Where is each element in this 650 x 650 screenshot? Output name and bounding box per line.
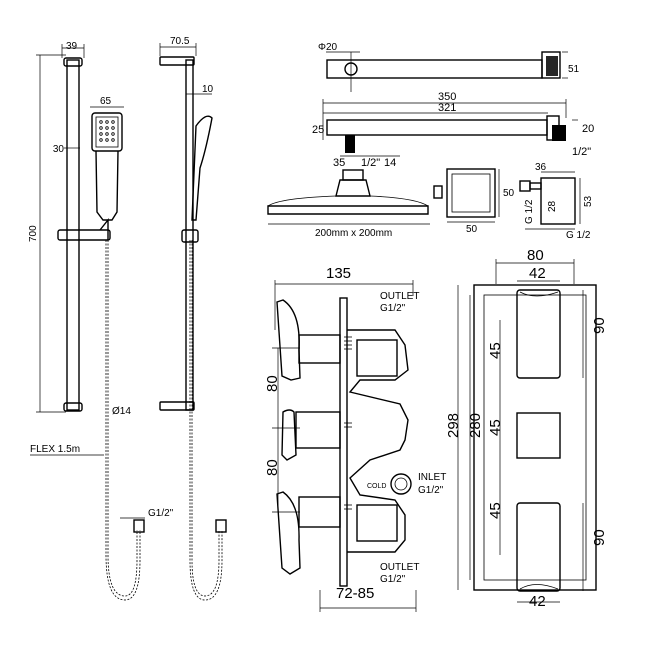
valve-width-label: 135: [326, 265, 351, 282]
valve-front-view: [457, 259, 597, 603]
arm-diameter-label: Φ20: [318, 42, 338, 53]
elbow-offset-label: 28: [547, 200, 558, 212]
rail-height-label: 700: [28, 225, 39, 242]
handset-width-label: 65: [100, 96, 112, 107]
plate-inner-height: 280: [467, 413, 484, 438]
arm-offset-label: 14: [384, 157, 396, 169]
rail-width-label: 39: [66, 41, 78, 52]
valve-depth-label: 72-85: [336, 585, 374, 602]
arm-inner-label: 321: [438, 102, 456, 114]
rail-mid-label: 30: [53, 144, 65, 155]
valve-spacing-lower: 80: [264, 459, 281, 476]
outlet-bottom-thread: G1/2": [380, 574, 406, 585]
elbow-height-label: 53: [583, 195, 594, 207]
side-width-label: 70.5: [170, 36, 190, 47]
plate-width-label: 80: [527, 247, 544, 264]
elbow-outlet-label: G 1/2: [566, 230, 591, 241]
spacing-bottom: 45: [487, 502, 504, 519]
valve-side-view: [272, 280, 417, 612]
inlet-label: INLET: [418, 472, 446, 483]
hose-thread-label: G1/2": [148, 508, 174, 519]
hose-length-label: FLEX 1.5m: [30, 444, 80, 455]
wall-box: [433, 168, 500, 223]
shower-head: [267, 169, 430, 225]
shower-arm-top: [326, 51, 568, 92]
head-size-label: 200mm x 200mm: [315, 228, 392, 239]
valve-spacing-upper: 80: [264, 375, 281, 392]
spacing-top: 45: [487, 342, 504, 359]
handle-height-top: 90: [591, 317, 608, 334]
plate-height-label: 298: [445, 413, 462, 438]
inlet-thread: G1/2": [418, 485, 444, 496]
slide-rail-side: [159, 43, 227, 601]
handle-width-top: 42: [529, 265, 546, 282]
box-height-label: 50: [503, 188, 515, 199]
arm-flange-label: 51: [568, 64, 580, 75]
rail-diameter-label: Ø14: [112, 406, 131, 417]
arm-flange-height-label: 20: [582, 123, 594, 135]
outlet-top-label: OUTLET: [380, 291, 419, 302]
shower-arm-side: [322, 99, 578, 157]
handle-height-bottom: 90: [591, 529, 608, 546]
slide-rail-front: [30, 44, 145, 601]
handle-width-bottom: 42: [529, 593, 546, 610]
outlet-bottom-label: OUTLET: [380, 562, 419, 573]
elbow-depth-label: 36: [535, 162, 547, 173]
cold-label: COLD: [367, 483, 386, 490]
box-width-label: 50: [466, 224, 478, 235]
outlet-top-thread: G1/2": [380, 303, 406, 314]
arm-thread-label: 1/2": [361, 157, 380, 169]
arm-drop-label: 35: [333, 157, 345, 169]
arm-thread-end-label: 1/2": [572, 146, 591, 158]
center-module-height: 45: [487, 419, 504, 436]
arm-height-label: 25: [312, 124, 324, 136]
side-depth-label: 10: [202, 84, 214, 95]
elbow-inlet-label: G 1/2: [524, 199, 535, 224]
arm-length-label: 350: [438, 91, 456, 103]
wall-elbow: [519, 171, 581, 230]
